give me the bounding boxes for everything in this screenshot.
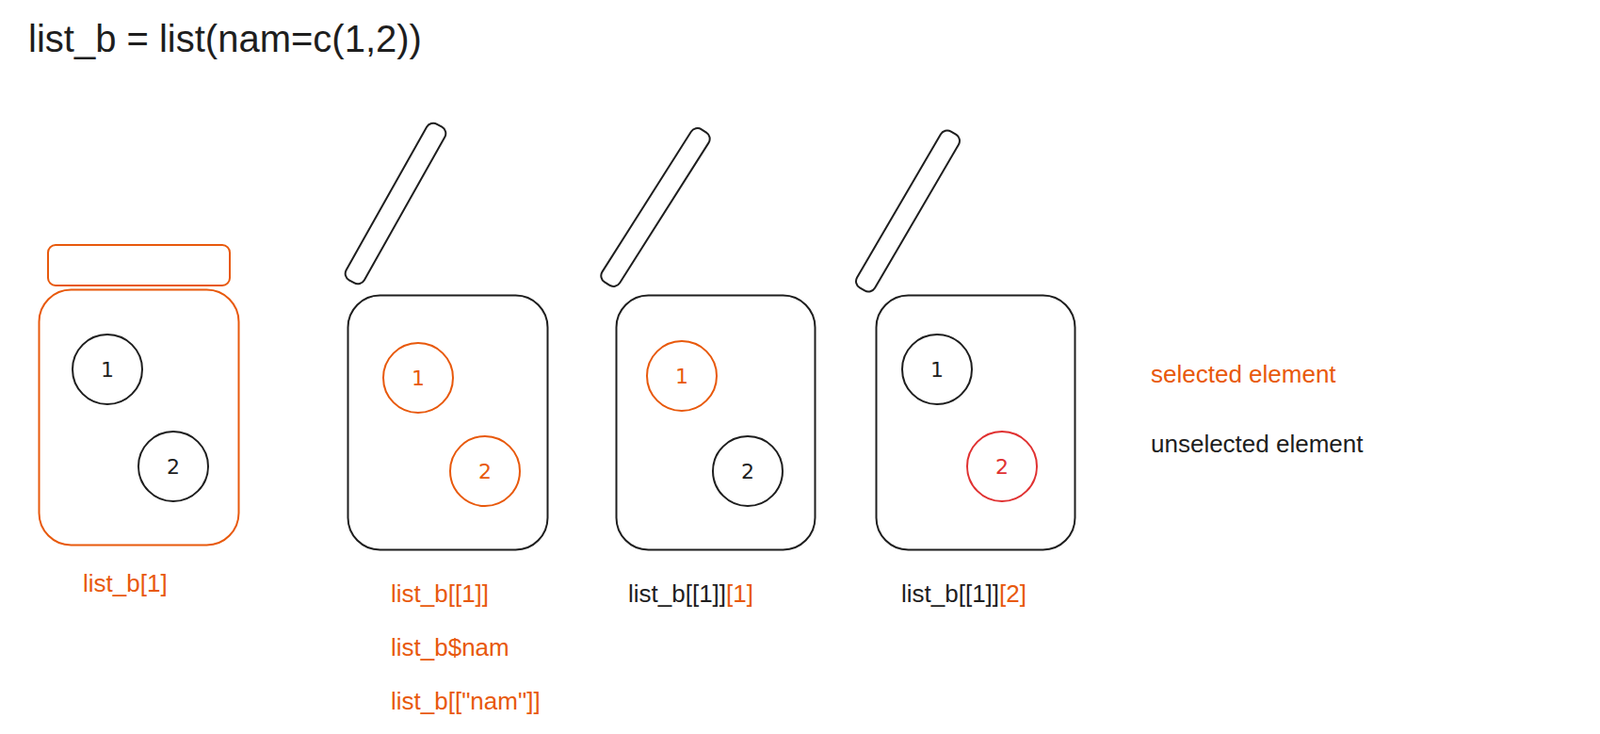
legend-entry: unselected element (1150, 428, 1363, 459)
list-jar: list_b[[1]][2]12 (874, 293, 1077, 551)
element-circle: 1 (646, 339, 718, 412)
index-expression: [1] (726, 566, 754, 621)
jar-outline (346, 293, 550, 551)
legend-text: unselected element (1150, 429, 1363, 458)
jar-body (39, 290, 240, 546)
legend-text: selected element (1150, 359, 1337, 388)
jar-outline (614, 293, 817, 551)
open-lid (853, 128, 963, 295)
element-circle: 2 (449, 435, 521, 507)
open-lid (342, 120, 449, 287)
element-circle: 2 (137, 430, 210, 502)
list-jar: list_b[1]12 (37, 288, 241, 547)
index-expression: [2] (999, 566, 1027, 621)
element-circle: 1 (901, 333, 973, 405)
jar-caption: list_b[[1]][1] (628, 566, 754, 621)
element-value: 2 (166, 454, 180, 479)
index-expression: list_b$nam (390, 620, 541, 675)
open-lid (597, 125, 712, 290)
index-expression: list_b[1] (82, 556, 168, 611)
legend-entry: selected element (1150, 358, 1337, 389)
jar-body (348, 295, 549, 550)
list-jar: list_b[[1]]list_b$namlist_b[["nam"]]12 (346, 293, 550, 551)
list-jar: list_b[[1]][1]12 (614, 293, 817, 551)
element-value: 1 (100, 357, 114, 382)
element-circle: 1 (382, 341, 454, 414)
element-value: 2 (995, 454, 1009, 479)
element-circle: 2 (966, 430, 1038, 502)
jar-body (616, 295, 816, 550)
index-expression: list_b[["nam"]] (390, 674, 541, 728)
closed-lid (48, 244, 230, 286)
index-expression: list_b[[1]] (901, 566, 1000, 621)
element-circle: 1 (71, 333, 144, 405)
jar-caption: list_b[[1]]list_b$namlist_b[["nam"]] (390, 566, 541, 728)
jar-caption: list_b[[1]][2] (901, 566, 1027, 621)
index-expression: list_b[[1]] (390, 566, 541, 621)
jar-body (876, 295, 1076, 550)
element-value: 1 (411, 366, 425, 390)
index-expression: list_b[[1]] (628, 566, 727, 621)
element-circle: 2 (711, 435, 784, 507)
jar-outline (37, 288, 241, 547)
element-value: 2 (478, 459, 492, 484)
element-value: 2 (741, 459, 755, 484)
element-value: 1 (930, 357, 944, 382)
jar-outline (874, 293, 1077, 551)
jar-caption: list_b[1] (82, 556, 168, 611)
title: list_b = list(nam=c(1,2)) (28, 16, 422, 61)
element-value: 1 (675, 364, 689, 388)
